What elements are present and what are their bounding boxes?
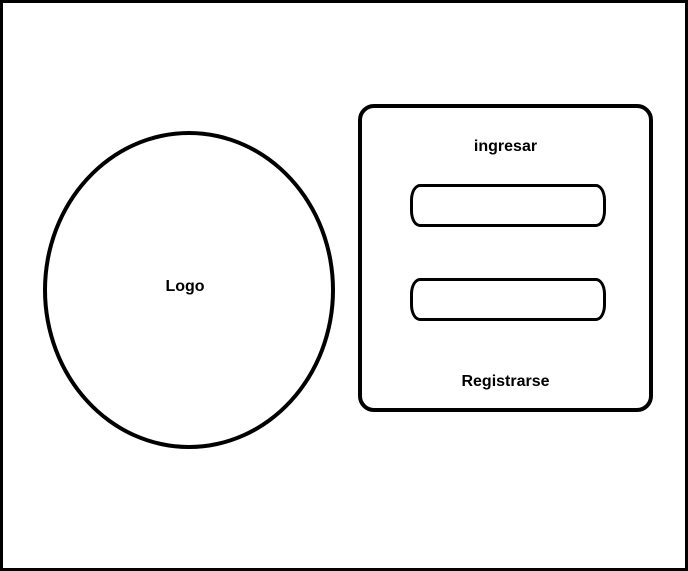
login-panel: ingresar Registrarse	[358, 104, 653, 412]
username-field[interactable]	[410, 184, 606, 227]
login-title: ingresar	[473, 138, 538, 155]
logo-placeholder: Logo	[43, 131, 335, 449]
password-field[interactable]	[410, 278, 606, 321]
register-link[interactable]: Registrarse	[461, 373, 550, 390]
logo-label: Logo	[165, 278, 205, 295]
